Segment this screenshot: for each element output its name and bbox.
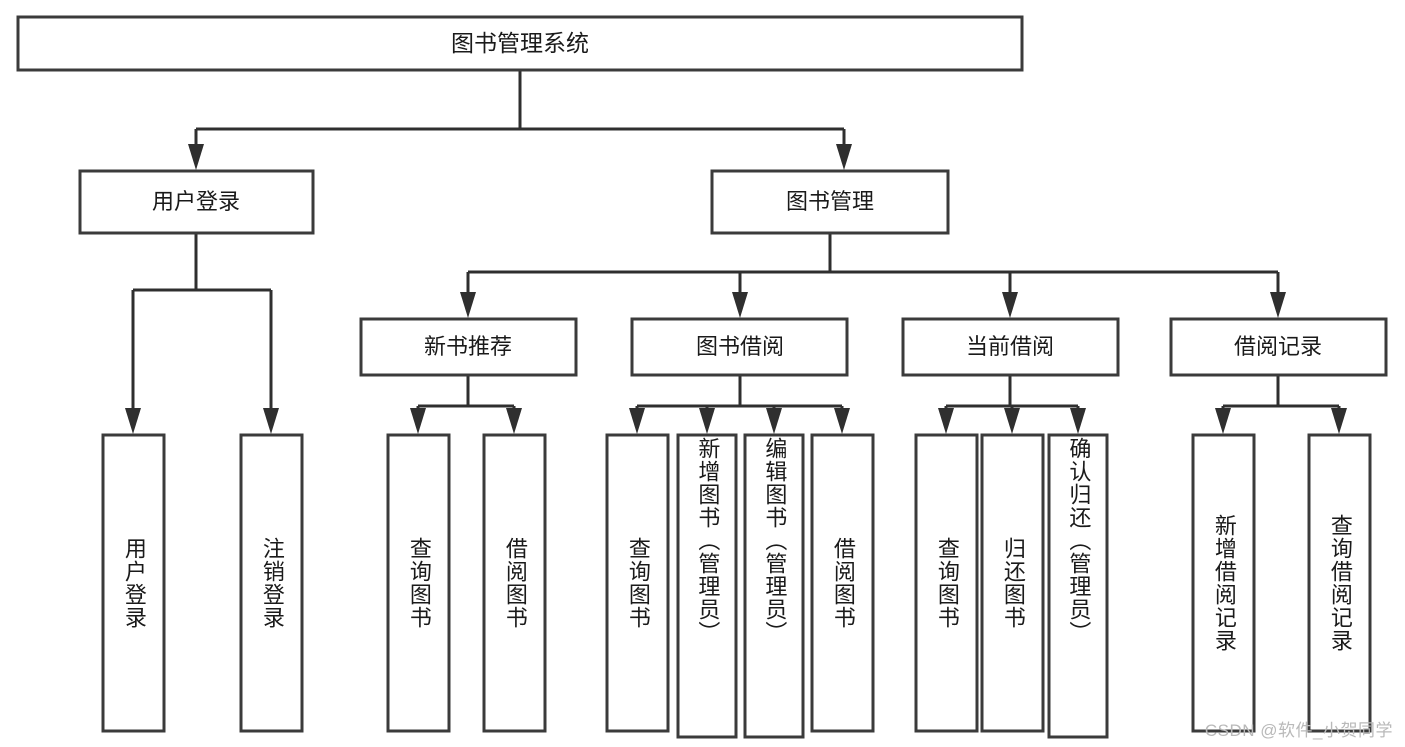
arrowhead-leaf-borrow-book-1 (506, 408, 522, 434)
node-root-box[interactable] (16, 15, 1024, 72)
node-leaf-user-login-box[interactable] (101, 433, 166, 733)
node-new-book-recommend[interactable]: 新书推荐 (359, 317, 578, 377)
arrowhead-current-borrow (1002, 292, 1018, 318)
arrowhead-user-login (188, 144, 204, 170)
node-current-borrow-box[interactable] (901, 317, 1120, 377)
node-leaf-return-book-box[interactable] (980, 433, 1045, 733)
arrowhead-leaf-user-logout (263, 408, 279, 434)
node-book-borrow-box[interactable] (630, 317, 849, 377)
node-leaf-borrow-book-2-box[interactable] (810, 433, 875, 733)
node-book-borrow[interactable]: 图书借阅 (630, 317, 849, 377)
node-book-manage[interactable]: 图书管理 (710, 169, 950, 235)
node-new-book-recommend-label: 新书推荐 (424, 334, 512, 359)
arrowhead-leaf-confirm-return (1070, 408, 1086, 434)
node-leaf-query-book-3-box[interactable] (914, 433, 979, 733)
node-root[interactable]: 图书管理系统 (16, 15, 1024, 72)
node-borrow-record-label: 借阅记录 (1234, 334, 1322, 359)
node-leaf-borrow-book-1-box[interactable] (482, 433, 547, 733)
arrowhead-leaf-edit-book (766, 408, 782, 434)
arrowhead-borrow-record (1270, 292, 1286, 318)
arrowhead-book-borrow (732, 292, 748, 318)
node-leaf-user-logout-box[interactable] (239, 433, 304, 733)
node-leaf-query-book-1-box[interactable] (386, 433, 451, 733)
node-user-login-label: 用户登录 (152, 189, 240, 214)
node-leaf-confirm-return-box[interactable] (1047, 433, 1109, 739)
arrowhead-leaf-query-book-1 (410, 408, 426, 434)
node-borrow-record[interactable]: 借阅记录 (1169, 317, 1388, 377)
node-leaf-query-book-2-box[interactable] (605, 433, 670, 733)
node-new-book-recommend-box[interactable] (359, 317, 578, 377)
node-leaf-add-record-box[interactable] (1191, 433, 1256, 733)
node-book-borrow-label: 图书借阅 (696, 334, 784, 359)
node-root-label: 图书管理系统 (451, 30, 589, 56)
arrowhead-leaf-borrow-book-2 (834, 408, 850, 434)
edges-layer (125, 70, 1347, 434)
arrowhead-leaf-query-book-2 (629, 408, 645, 434)
node-borrow-record-box[interactable] (1169, 317, 1388, 377)
node-leaf-edit-book-box[interactable] (743, 433, 805, 739)
arrowhead-book-manage (836, 144, 852, 170)
node-leaf-query-record-box[interactable] (1307, 433, 1372, 733)
arrowhead-leaf-query-book-3 (938, 408, 954, 434)
arrowhead-leaf-add-record (1215, 408, 1231, 434)
node-current-borrow[interactable]: 当前借阅 (901, 317, 1120, 377)
csdn-watermark: CSDN @软件_小贺同学 (1204, 721, 1393, 740)
node-leaf-add-book-box[interactable] (676, 433, 738, 739)
node-current-borrow-label: 当前借阅 (966, 334, 1054, 359)
node-user-login-box[interactable] (78, 169, 315, 235)
arrowhead-new-book-recommend (460, 292, 476, 318)
node-user-login[interactable]: 用户登录 (78, 169, 315, 235)
arrowhead-leaf-user-login (125, 408, 141, 434)
arrowhead-leaf-query-record (1331, 408, 1347, 434)
node-book-manage-label: 图书管理 (786, 189, 874, 214)
node-book-manage-box[interactable] (710, 169, 950, 235)
arrowhead-leaf-return-book (1004, 408, 1020, 434)
arrowhead-leaf-add-book (699, 408, 715, 434)
